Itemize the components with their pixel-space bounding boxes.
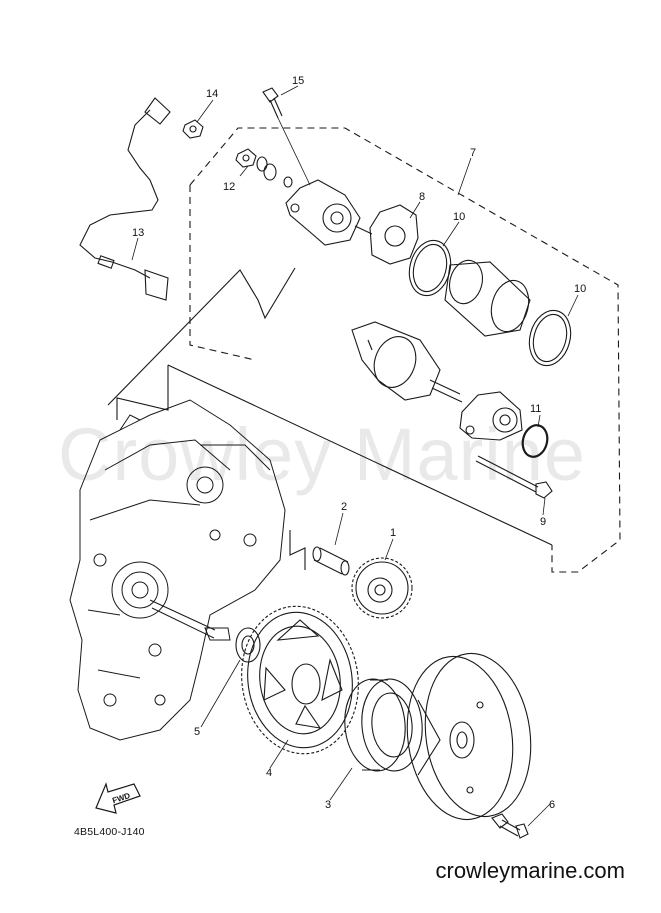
callout-13[interactable]: 13 (132, 227, 144, 239)
callout-3[interactable]: 3 (325, 799, 331, 811)
front-bracket (459, 391, 523, 441)
through-bolt (475, 455, 553, 499)
callout-14[interactable]: 14 (206, 88, 218, 100)
flywheel-rotor (406, 652, 532, 821)
bolt-15-leader (277, 117, 311, 186)
rear-bracket (285, 179, 361, 246)
o-ring-10-lower-inner (532, 313, 568, 363)
callout-11[interactable]: 11 (530, 403, 541, 415)
starter-clutch (344, 678, 423, 772)
callout-1[interactable]: 1 (390, 527, 396, 539)
callout-5[interactable]: 5 (194, 726, 200, 738)
callout-2[interactable]: 2 (341, 501, 347, 513)
zigzag-break (107, 267, 296, 406)
washer-5 (235, 627, 261, 663)
bolt-6 (491, 813, 529, 839)
callout-10-upper[interactable]: 10 (453, 211, 465, 223)
washer-small (256, 156, 293, 188)
fwd-arrow: FWD (95, 782, 141, 814)
zigzag-break-lower (289, 530, 306, 570)
callout-7[interactable]: 7 (470, 147, 476, 159)
diagram-code: 4B5L400-J140 (74, 826, 145, 838)
callout-8[interactable]: 8 (419, 191, 425, 203)
brush-holder (354, 204, 419, 265)
site-url[interactable]: crowleymarine.com (435, 858, 626, 883)
callout-4[interactable]: 4 (266, 767, 272, 779)
o-ring-10-upper-inner (412, 243, 448, 293)
engine-leader (116, 364, 553, 546)
motor-yoke (444, 259, 531, 337)
starter-wheel-gear (241, 605, 359, 755)
callout-6[interactable]: 6 (549, 799, 555, 811)
callout-12[interactable]: 12 (223, 181, 235, 193)
bolt-15 (262, 87, 283, 119)
assembly-boundary-left (189, 185, 256, 361)
crankcase (69, 399, 286, 741)
washer-5-inner (241, 635, 255, 655)
callout-15[interactable]: 15 (292, 75, 304, 87)
nut-12 (235, 148, 257, 168)
callout-10-lower[interactable]: 10 (574, 283, 586, 295)
callout-9[interactable]: 9 (540, 516, 546, 528)
nut-14 (182, 119, 204, 139)
leader-lines (131, 85, 579, 827)
o-ring-11 (521, 424, 549, 458)
o-ring-10-lower (528, 309, 572, 367)
starter-cable (79, 97, 171, 301)
shaft (312, 546, 350, 576)
starter-idle-gear (351, 557, 413, 619)
assembly-boundary (189, 127, 621, 573)
armature (351, 321, 463, 403)
